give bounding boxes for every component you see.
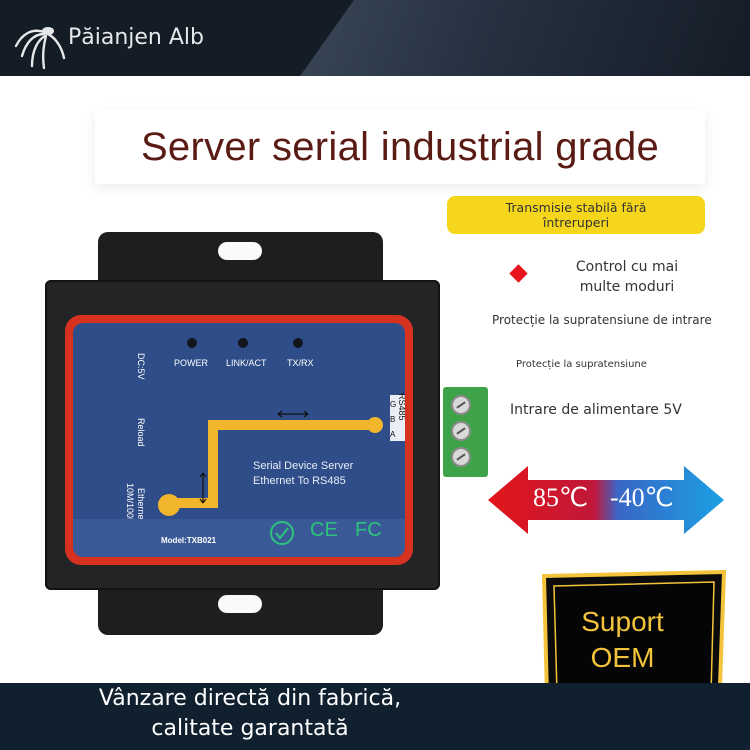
red-diamond-icon	[509, 264, 528, 283]
rs485-label: RS485	[397, 393, 405, 421]
feature-control-line1: Control cu mai	[575, 259, 679, 275]
link-label: LINK/ACT	[226, 358, 267, 368]
terminal-screw	[451, 395, 471, 415]
txrx-led	[293, 338, 303, 348]
brand-name: Păianjen Alb	[68, 24, 204, 50]
pin-b: B	[390, 415, 396, 424]
top-banner: Păianjen Alb	[0, 0, 750, 100]
check-certification-icon	[270, 521, 294, 545]
feature-power-input: Intrare de alimentare 5V	[510, 402, 682, 418]
circuit-trace	[158, 395, 405, 516]
txrx-label: TX/RX	[287, 358, 314, 368]
feature-stable-line1: Transmisie stabilă fără	[505, 200, 647, 215]
temperature-range-arrow	[488, 466, 724, 534]
fc-mark: FC	[355, 519, 382, 541]
link-led	[238, 338, 248, 348]
green-terminal-block	[443, 387, 488, 477]
serial-server-device: POWER LINK/ACT TX/RX DC:5V Reload Ethern…	[35, 220, 445, 640]
bottom-banner	[0, 683, 750, 750]
headline-title: Server serial industrial grade	[140, 124, 660, 169]
device-title-line1: Serial Device Server	[253, 460, 354, 472]
power-led	[187, 338, 197, 348]
ce-mark: CE	[310, 519, 338, 541]
mounting-slot	[218, 242, 262, 260]
model-label: Model:TXB021	[161, 536, 217, 545]
pin-g: G	[390, 400, 397, 409]
temperature-low: -40℃	[610, 483, 674, 512]
terminal-screw	[451, 421, 471, 441]
device-front-panel: POWER LINK/ACT TX/RX DC:5V Reload Ethern…	[65, 315, 413, 565]
feature-stable-line2: întreruperi	[542, 215, 610, 230]
panel-footer-strip	[73, 519, 405, 557]
pin-a: A	[390, 430, 396, 439]
spider-logo-icon	[14, 27, 66, 70]
footer-slogan: Vânzare directă din fabrică, calitate ga…	[0, 684, 500, 744]
power-label: POWER	[174, 358, 209, 368]
feature-input-protection: Protecție la supratensiune de intrare	[492, 313, 712, 327]
footer-line2: calitate garantată	[151, 716, 349, 741]
feature-stable-transmission: Transmisie stabilă fără întreruperi	[447, 196, 705, 234]
device-title-line2: Ethernet To RS485	[253, 475, 346, 487]
panel-label-area: POWER LINK/ACT TX/RX DC:5V Reload Ethern…	[73, 323, 405, 557]
feature-surge-protection: Protecție la supratensiune	[516, 359, 647, 370]
banner-accent	[300, 0, 750, 76]
oem-line1: Suport	[581, 606, 664, 637]
oem-line2: OEM	[590, 642, 655, 673]
mounting-slot	[218, 595, 262, 613]
terminal-screw	[451, 447, 471, 467]
brand: Păianjen Alb	[10, 14, 204, 74]
feature-control-modes: Control cu mai multe moduri	[562, 257, 692, 297]
footer-line1: Vânzare directă din fabrică,	[98, 686, 402, 711]
temperature-high: 85℃	[533, 483, 589, 512]
feature-control-line2: multe moduri	[579, 279, 675, 295]
oem-text: Suport OEM	[540, 604, 705, 676]
headline-box: Server serial industrial grade	[95, 110, 705, 184]
